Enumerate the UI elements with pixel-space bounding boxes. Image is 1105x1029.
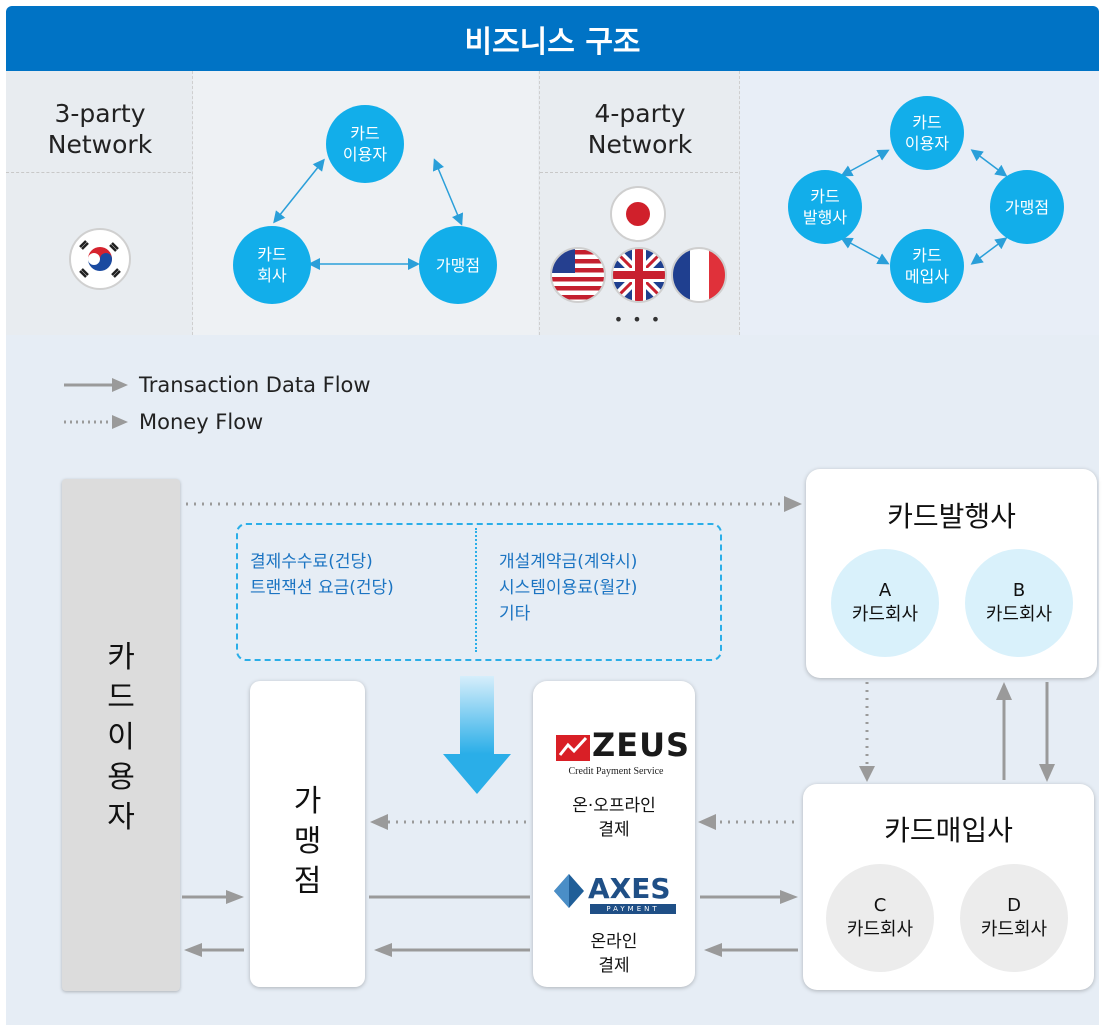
issuer-title: 카드발행사 bbox=[887, 500, 1016, 533]
france-flag-icon bbox=[671, 247, 727, 303]
company-a: A 카드회사 bbox=[831, 549, 939, 657]
three-party-label: 3-party Network bbox=[47, 99, 153, 159]
node-card-user-4: 카드 이용자 bbox=[890, 96, 964, 170]
node-merchant: 가맹점 bbox=[419, 226, 497, 304]
legend-transaction: Transaction Data Flow bbox=[139, 373, 371, 397]
axes-logo-icon bbox=[554, 874, 584, 908]
payment-gateway-box bbox=[533, 681, 695, 987]
divider bbox=[6, 172, 191, 173]
zeus-logo-text: ZEUS bbox=[592, 726, 691, 764]
fee-box bbox=[236, 523, 722, 661]
company-d: D 카드회사 bbox=[960, 864, 1068, 972]
fee-left-1: 결제수수료(건당) bbox=[250, 552, 373, 572]
uk-flag-icon bbox=[611, 247, 667, 303]
zeus-label: 온·오프라인 결제 bbox=[572, 796, 656, 840]
divider bbox=[539, 71, 540, 335]
divider bbox=[192, 71, 193, 335]
card-user-label: 카 드 이 용 자 bbox=[107, 640, 135, 835]
japan-flag-icon bbox=[610, 186, 666, 242]
company-b: B 카드회사 bbox=[965, 549, 1073, 657]
four-party-arrows bbox=[840, 149, 1008, 265]
three-party-arrows bbox=[273, 158, 464, 270]
merchant-box bbox=[250, 681, 365, 987]
acquirer-title: 카드매입사 bbox=[884, 814, 1013, 847]
zeus-subtitle: Credit Payment Service bbox=[568, 766, 664, 777]
zeus-logo-icon bbox=[556, 735, 590, 761]
node-acquirer: 카드 메입사 bbox=[890, 229, 964, 303]
more-countries: • • • bbox=[613, 310, 663, 329]
company-c: C 카드회사 bbox=[826, 864, 934, 972]
merchant-label: 가 맹 점 bbox=[293, 784, 322, 899]
fee-divider bbox=[475, 528, 477, 652]
legend-money: Money Flow bbox=[139, 410, 264, 434]
axes-logo-text: AXES bbox=[588, 872, 671, 905]
down-arrow-icon bbox=[443, 676, 511, 794]
page-title: 비즈니스 구조 bbox=[6, 6, 1099, 71]
node-issuer: 카드 발행사 bbox=[788, 170, 862, 244]
legend-icons bbox=[64, 378, 128, 429]
divider bbox=[739, 71, 740, 335]
node-card-company: 카드 회사 bbox=[233, 226, 311, 304]
four-party-label: 4-party Network bbox=[587, 99, 693, 159]
axes-subtitle: PAYMENT bbox=[590, 904, 676, 914]
usa-flag-icon bbox=[550, 247, 606, 303]
node-merchant-4: 가맹점 bbox=[990, 170, 1064, 244]
fee-right-2: 시스템이용료(월간) bbox=[499, 578, 638, 598]
divider bbox=[540, 172, 738, 173]
fee-left-2: 트랜잭션 요금(건당) bbox=[250, 578, 394, 598]
card-user-box bbox=[62, 479, 180, 991]
axes-label: 온라인 결제 bbox=[590, 932, 638, 976]
node-card-user: 카드 이용자 bbox=[326, 105, 404, 183]
fee-right-1: 개설계약금(계약시) bbox=[499, 552, 638, 572]
fee-right-3: 기타 bbox=[499, 604, 531, 624]
korea-flag-icon bbox=[69, 228, 131, 290]
